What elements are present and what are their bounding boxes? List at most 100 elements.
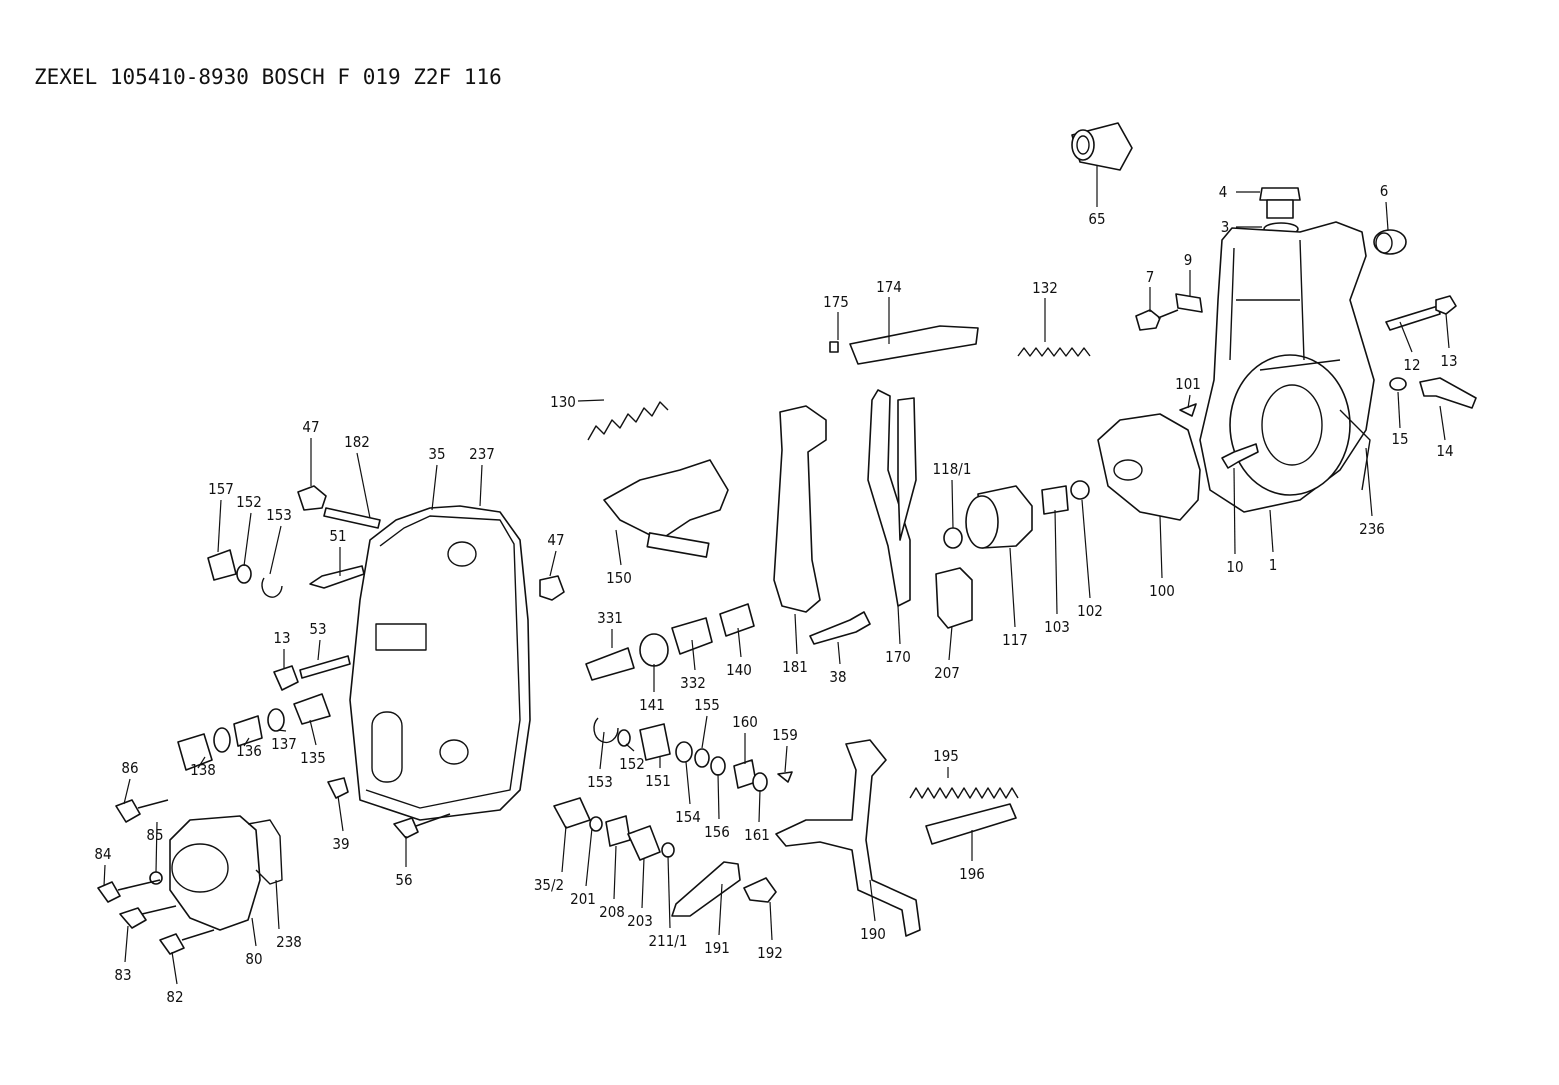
- part-47-bolt: [297, 485, 327, 511]
- leader-line: [577, 399, 605, 402]
- part-170-lever: [867, 389, 911, 607]
- part-callout-label: 192: [757, 944, 783, 962]
- part-callout-label: 10: [1226, 558, 1243, 576]
- leader-line: [1054, 509, 1058, 615]
- leader-line: [251, 917, 257, 947]
- part-132-spring: [1017, 347, 1091, 357]
- part-callout-label: 191: [704, 939, 730, 957]
- leader-line: [1009, 547, 1016, 628]
- part-82-bolt: [159, 929, 215, 955]
- part-12-screw: [1385, 305, 1441, 331]
- leader-line: [837, 641, 841, 665]
- part-callout-label: 51: [329, 527, 346, 545]
- leader-line: [317, 639, 321, 661]
- part-140-spring: [719, 603, 755, 637]
- part-211-washer: [661, 842, 675, 858]
- part-118-washer: [943, 527, 963, 549]
- part-195-spring: [909, 787, 1019, 799]
- part-callout-label: 152: [236, 493, 262, 511]
- part-86-bolt: [115, 799, 169, 823]
- part-6-fitting: [1373, 229, 1407, 255]
- part-4-plug: [1259, 187, 1301, 236]
- part-callout-label: 182: [344, 433, 370, 451]
- part-callout-label: 7: [1146, 268, 1155, 286]
- leader-line: [1187, 394, 1191, 409]
- part-192-bolt: [743, 877, 777, 903]
- part-47-bolt-b: [539, 575, 565, 601]
- part-callout-label: 159: [772, 726, 798, 744]
- leader-line: [691, 639, 696, 671]
- part-callout-label: 86: [121, 759, 138, 777]
- part-callout-label: 4: [1219, 183, 1228, 201]
- part-callout-label: 118/1: [933, 460, 972, 478]
- part-153-clip-b: [593, 717, 619, 744]
- part-callout-label: 153: [587, 773, 613, 791]
- leader-line: [718, 883, 723, 936]
- part-238-gasket: [247, 819, 283, 885]
- part-callout-label: 137: [271, 735, 297, 753]
- leader-line: [1385, 201, 1389, 231]
- part-callout-label: 35/2: [534, 876, 564, 894]
- part-callout-label: 140: [726, 661, 752, 679]
- part-callout-label: 39: [332, 835, 349, 853]
- part-117-sleeve: [965, 485, 1033, 549]
- leader-lines: [103, 165, 1450, 985]
- part-331-spring: [585, 647, 635, 681]
- leader-line: [1233, 467, 1236, 555]
- part-callout-label: 175: [823, 293, 849, 311]
- part-callout-label: 65: [1088, 210, 1105, 228]
- part-190-lever: [775, 739, 921, 937]
- part-callout-label: 238: [276, 933, 302, 951]
- leader-line: [277, 729, 287, 732]
- diagram-title: ZEXEL 105410-8930 BOSCH F 019 Z2F 116: [34, 65, 502, 89]
- leader-line: [613, 845, 617, 900]
- leader-line: [309, 719, 317, 746]
- part-1-governor-housing: [1199, 221, 1375, 513]
- part-153-clip: [261, 577, 283, 598]
- part-callout-label: 85: [146, 826, 163, 844]
- part-152-ring: [236, 564, 252, 584]
- part-84-bolt: [97, 879, 161, 903]
- part-136-washer: [213, 727, 231, 753]
- leader-line: [243, 737, 250, 747]
- part-150-lever: [603, 459, 729, 541]
- part-callout-label: 53: [309, 620, 326, 638]
- part-callout-label: 3: [1221, 218, 1230, 236]
- part-callout-label: 181: [782, 658, 808, 676]
- leader-line: [869, 879, 876, 922]
- part-callout-label: 331: [597, 609, 623, 627]
- part-callout-label: 201: [570, 890, 596, 908]
- leader-line: [794, 613, 798, 655]
- leader-line: [337, 795, 344, 832]
- part-callout-label: 138: [190, 761, 216, 779]
- leader-line: [769, 901, 773, 941]
- part-53-screw: [299, 655, 351, 679]
- leader-line: [479, 464, 483, 507]
- leader-line: [784, 745, 788, 773]
- part-callout-label: 208: [599, 903, 625, 921]
- part-callout-label: 195: [933, 747, 959, 765]
- part-callout-label: 174: [876, 278, 902, 296]
- leader-line: [717, 773, 720, 820]
- part-100-flyweight: [1097, 413, 1201, 521]
- part-9-plate: [1175, 293, 1203, 313]
- part-callout-label: 135: [300, 749, 326, 767]
- part-51-bolt: [309, 565, 365, 589]
- part-156-washer: [710, 756, 726, 776]
- part-203-cap: [627, 825, 661, 861]
- part-150-shaft: [646, 532, 710, 558]
- part-201-ring: [589, 816, 603, 832]
- part-151-sleeve: [639, 723, 671, 761]
- leader-line: [625, 743, 635, 752]
- part-callout-label: 100: [1149, 582, 1175, 600]
- part-236-gasket: [1339, 409, 1371, 491]
- part-callout-label: 1: [1269, 556, 1278, 574]
- part-callout-label: 196: [959, 865, 985, 883]
- part-callout-label: 6: [1380, 182, 1389, 200]
- leader-line: [1399, 321, 1413, 353]
- leader-line: [1365, 447, 1373, 517]
- part-13-nut: [1435, 295, 1457, 315]
- leader-line: [197, 756, 206, 769]
- part-callout-label: 211/1: [649, 932, 688, 950]
